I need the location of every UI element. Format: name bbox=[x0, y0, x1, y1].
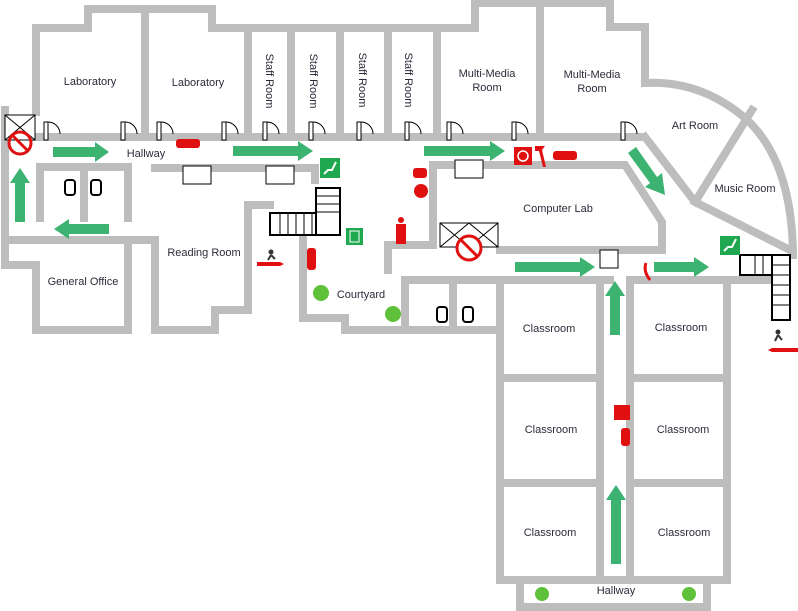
fire-extinguisher-icon bbox=[176, 139, 200, 148]
door bbox=[43, 121, 61, 141]
room-label-reading: Reading Room bbox=[167, 247, 240, 259]
door bbox=[120, 121, 138, 141]
evacuation-arrows bbox=[10, 141, 709, 564]
room-label-computer-lab: Computer Lab bbox=[523, 203, 593, 215]
fire-exit-running-man-icon bbox=[257, 249, 284, 266]
staircase-left bbox=[269, 187, 341, 236]
room-label-classroom-6: Classroom bbox=[658, 527, 711, 539]
door bbox=[262, 121, 280, 141]
door bbox=[446, 121, 464, 141]
arrow-right-icon bbox=[424, 141, 505, 161]
room-label-art: Art Room bbox=[672, 120, 718, 132]
door bbox=[308, 121, 326, 141]
arrow-up-icon bbox=[605, 281, 625, 335]
fire-extinguisher-icon bbox=[307, 248, 316, 270]
double-door bbox=[182, 165, 212, 185]
fire-alarm-panel-icon bbox=[614, 405, 630, 420]
door bbox=[404, 121, 422, 141]
door bbox=[156, 121, 174, 141]
arrow-right-icon bbox=[515, 257, 595, 277]
arrow-right-icon bbox=[233, 141, 313, 161]
fire-exit-running-man-icon bbox=[768, 329, 798, 352]
room-label-staff-3: Staff Room bbox=[356, 53, 368, 108]
doors bbox=[43, 121, 638, 269]
room-label-classroom-1: Classroom bbox=[523, 323, 576, 335]
room-label-multimedia-2a: Multi-Media bbox=[564, 69, 622, 81]
room-label-laboratory-1: Laboratory bbox=[64, 76, 117, 88]
elevator-no-use-icon bbox=[439, 222, 499, 262]
plant-icon bbox=[313, 285, 329, 301]
door bbox=[511, 121, 529, 141]
plant-icon bbox=[682, 587, 696, 601]
emergency-phone-icon bbox=[413, 168, 427, 178]
room-label-staff-1: Staff Room bbox=[263, 54, 275, 109]
fire-alarm-bell-icon bbox=[414, 184, 428, 198]
plant-icon bbox=[535, 587, 549, 601]
fire-extinguisher-icon bbox=[553, 151, 577, 160]
door bbox=[221, 121, 239, 141]
arrow-down-right-icon bbox=[628, 147, 665, 195]
room-label-multimedia-1b: Room bbox=[472, 82, 501, 94]
door bbox=[356, 121, 374, 141]
double-door bbox=[454, 159, 484, 179]
room-label-hallway-top: Hallway bbox=[127, 148, 166, 160]
room-label-staff-4: Staff Room bbox=[402, 53, 414, 108]
room-label-classroom-2: Classroom bbox=[655, 322, 708, 334]
room-label-classroom-3: Classroom bbox=[525, 424, 578, 436]
elevator-no-use-icon bbox=[4, 114, 36, 156]
exit-stairs-sign-icon bbox=[720, 236, 740, 255]
exit-sign-icon bbox=[346, 228, 363, 245]
plant-icon bbox=[385, 306, 401, 322]
room-label-multimedia-1a: Multi-Media bbox=[459, 68, 517, 80]
double-door bbox=[265, 165, 295, 185]
room-label-general-office: General Office bbox=[48, 276, 119, 288]
fire-hose-icon bbox=[514, 147, 532, 165]
room-label-staff-2: Staff Room bbox=[307, 54, 319, 109]
room-label-courtyard: Courtyard bbox=[337, 289, 385, 301]
room-label-classroom-5: Classroom bbox=[524, 527, 577, 539]
fire-extinguisher-icon bbox=[621, 428, 630, 446]
exit-stairs-sign-icon bbox=[320, 158, 340, 178]
arrow-up-icon bbox=[606, 485, 626, 564]
room-label-classroom-4: Classroom bbox=[657, 424, 710, 436]
fire-axe-icon bbox=[535, 146, 546, 167]
arrow-right-icon bbox=[53, 142, 109, 162]
door bbox=[599, 249, 619, 269]
arrow-up-icon bbox=[10, 168, 30, 222]
room-label-music: Music Room bbox=[714, 183, 775, 195]
room-label-hallway-bottom: Hallway bbox=[597, 585, 636, 597]
room-label-laboratory-2: Laboratory bbox=[172, 77, 225, 89]
toilet-icons bbox=[64, 179, 474, 323]
room-label-multimedia-2b: Room bbox=[577, 83, 606, 95]
arrow-right-icon bbox=[654, 257, 709, 277]
arrow-left-icon bbox=[54, 219, 109, 239]
door bbox=[620, 121, 638, 141]
telephone-icon bbox=[643, 262, 652, 281]
person-icon bbox=[396, 217, 406, 244]
staircase-right bbox=[739, 254, 791, 321]
room-labels: Laboratory Laboratory Staff Room Staff R… bbox=[48, 53, 776, 597]
